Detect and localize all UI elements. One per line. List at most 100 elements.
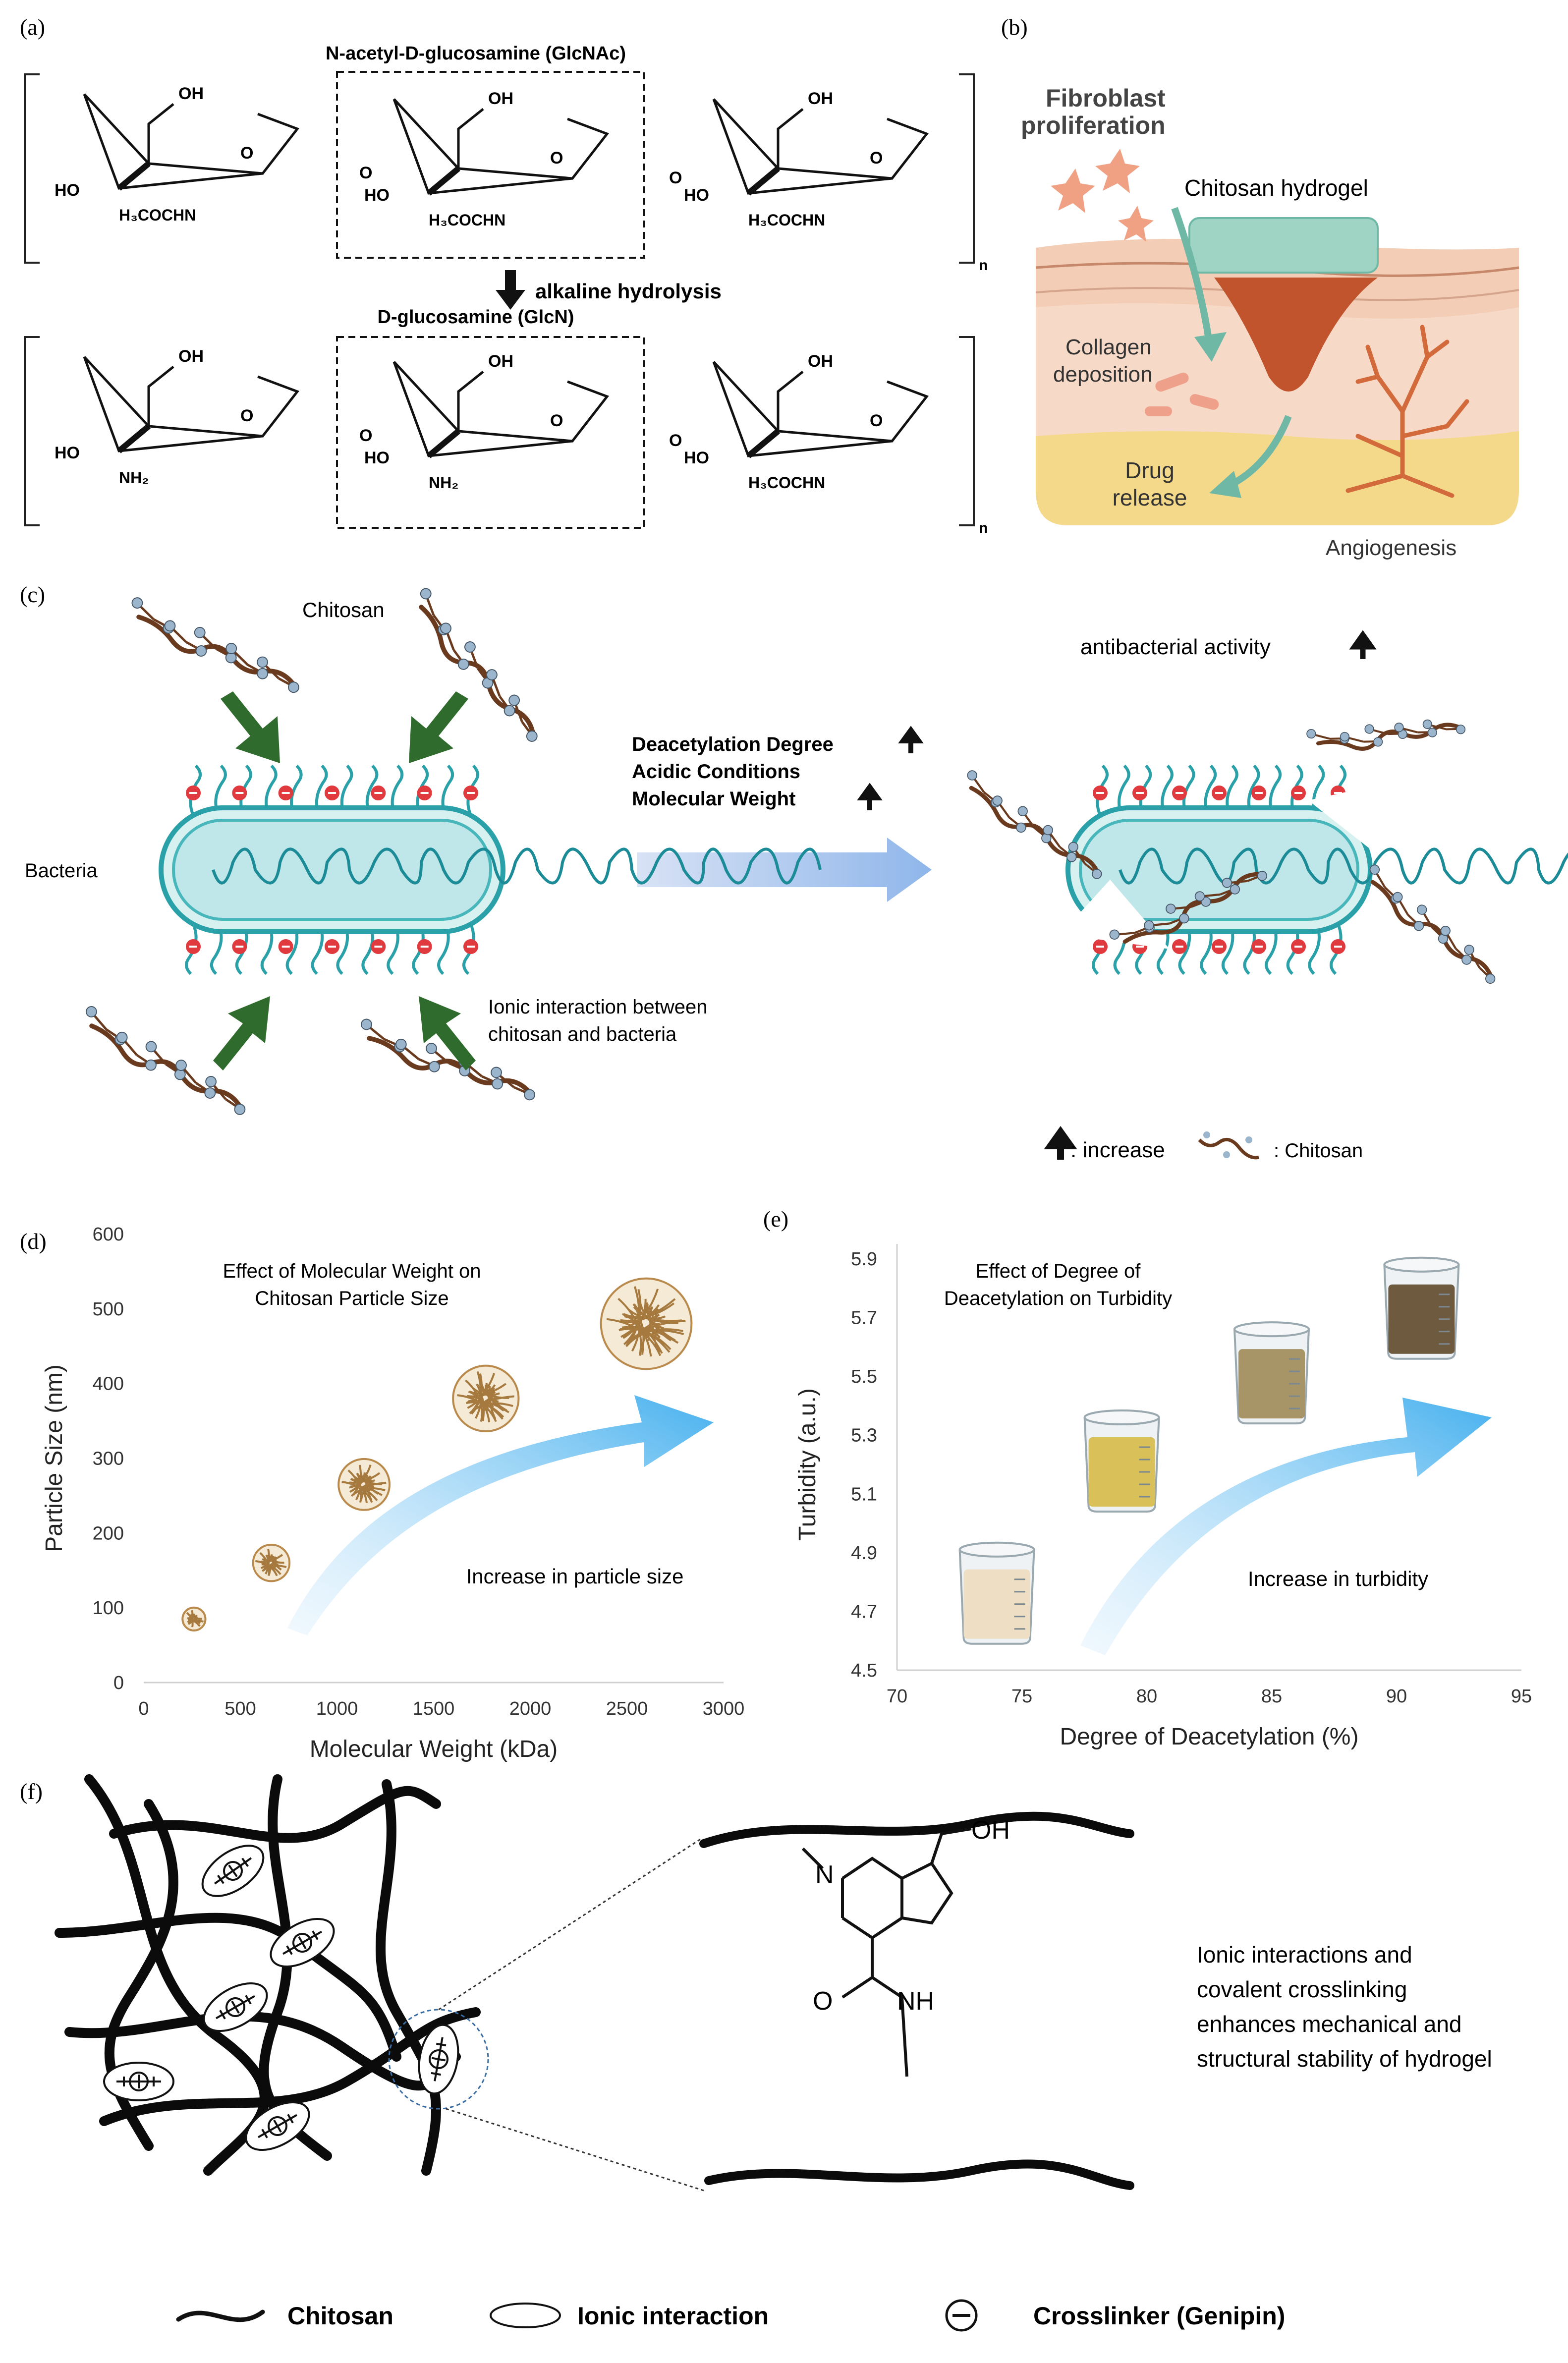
membrane-rupture bbox=[1308, 790, 1378, 855]
ring-bold-edge bbox=[746, 429, 780, 458]
chart-d-y-tick: 400 bbox=[93, 1374, 124, 1395]
oh-label: OH bbox=[488, 352, 513, 371]
side-group bbox=[1048, 832, 1061, 848]
zoom-line-top bbox=[438, 1838, 702, 2011]
side-group bbox=[263, 663, 280, 679]
side-group bbox=[138, 604, 155, 620]
positive-charge bbox=[457, 658, 469, 670]
beaker-3 bbox=[1233, 1321, 1310, 1425]
particle-outline bbox=[337, 1458, 391, 1511]
charge-marks bbox=[282, 1930, 322, 1955]
panel-a: (a) N-acetyl-D-glucosamine (GlcNAc) D-gl… bbox=[20, 14, 988, 536]
ring-bold-edge bbox=[117, 424, 151, 453]
side-group bbox=[1446, 932, 1457, 950]
panel-b-label: (b) bbox=[1001, 14, 1028, 40]
particle-4 bbox=[452, 1364, 520, 1432]
chitosan-chain bbox=[1369, 864, 1496, 984]
collagen-label-2: deposition bbox=[1053, 362, 1153, 387]
positive-charge bbox=[524, 1089, 536, 1101]
glycosidic-o-label: O bbox=[359, 426, 372, 445]
legend-crosslinker-symbol bbox=[945, 2299, 978, 2332]
chain-backbone bbox=[419, 605, 536, 737]
chart-d-x-label: Molecular Weight (kDa) bbox=[310, 1736, 558, 1762]
oh-label: OH bbox=[808, 352, 833, 371]
charge-marks bbox=[258, 2114, 297, 2138]
positive-charge bbox=[1222, 878, 1232, 888]
collagen-fiber-1 bbox=[1155, 372, 1189, 392]
side-group bbox=[367, 1025, 385, 1040]
legend-increase-label: : increase bbox=[1070, 1138, 1165, 1162]
ring-bold-edge bbox=[427, 166, 460, 196]
positive-charge bbox=[1043, 825, 1053, 836]
factor-acidic: Acidic Conditions bbox=[632, 761, 800, 783]
chitosan-chain bbox=[419, 588, 538, 742]
side-group bbox=[1469, 951, 1481, 968]
chart-e-annotation-1: Effect of Degree of bbox=[976, 1260, 1141, 1282]
chart-e-y-tick: 4.9 bbox=[851, 1543, 877, 1564]
positive-charge bbox=[1017, 806, 1028, 816]
particle-tangle bbox=[606, 1286, 686, 1357]
side-group bbox=[972, 777, 985, 793]
beaker-rim bbox=[1383, 1256, 1460, 1273]
positive-charge bbox=[361, 1018, 372, 1030]
side-group bbox=[181, 1067, 197, 1084]
membrane-rupture bbox=[1061, 880, 1170, 949]
oh-label: OH bbox=[178, 84, 204, 103]
positive-charge bbox=[257, 656, 268, 668]
beaker-2 bbox=[1083, 1409, 1160, 1513]
side-group bbox=[432, 1049, 450, 1065]
chart-e-x-tick: 75 bbox=[1011, 1686, 1032, 1707]
positive-charge bbox=[195, 645, 207, 657]
side-group bbox=[402, 1045, 420, 1060]
panel-b: (b) Chitosan hydrogel Fibroblast prolife… bbox=[1001, 14, 1519, 560]
particle-2 bbox=[252, 1543, 291, 1582]
legend-chitosan-label: : Chitosan bbox=[1274, 1140, 1363, 1162]
ring-o-label: O bbox=[870, 149, 883, 168]
green-arrow-top-left bbox=[221, 691, 280, 763]
ho-label: HO bbox=[684, 449, 709, 467]
cilium bbox=[185, 923, 198, 975]
side-group bbox=[1375, 871, 1386, 888]
charge-marks bbox=[431, 2037, 447, 2082]
cilium bbox=[466, 764, 479, 816]
bacteria-label: Bacteria bbox=[25, 860, 98, 882]
positive-charge bbox=[420, 588, 432, 600]
beaker-rim bbox=[1233, 1321, 1310, 1338]
side-group bbox=[1173, 905, 1191, 910]
ring-bonds bbox=[392, 98, 610, 195]
zoom-strand-bottom bbox=[704, 2159, 1134, 2190]
chart-d-y-label: Particle Size (nm) bbox=[41, 1364, 67, 1552]
chart-e-arrow-text: Increase in turbidity bbox=[1248, 1567, 1428, 1590]
positive-charge bbox=[1144, 920, 1154, 931]
n-substituent-label: H₃COCHN bbox=[119, 206, 196, 224]
description-line-4: structural stability of hydrogel bbox=[1197, 2046, 1492, 2072]
ionic-interaction-label-2: chitosan and bacteria bbox=[488, 1023, 677, 1045]
cilium bbox=[437, 923, 450, 975]
ring-bold-edge bbox=[746, 166, 780, 196]
positive-charge bbox=[288, 681, 299, 693]
ch2oh-bond bbox=[147, 366, 174, 426]
dna-tangle bbox=[212, 847, 822, 885]
chart-e-y-tick: 5.9 bbox=[851, 1249, 877, 1270]
description-line-3: enhances mechanical and bbox=[1197, 2011, 1461, 2037]
positive-charge bbox=[1373, 737, 1383, 747]
chitosan-chain bbox=[361, 1018, 536, 1101]
beaker-liquid bbox=[1238, 1349, 1305, 1419]
positive-charge bbox=[145, 1059, 157, 1071]
hydrogel-patch bbox=[1188, 217, 1379, 274]
chart-e-y-tick: 5.5 bbox=[851, 1366, 877, 1387]
glcn-highlight-box bbox=[336, 336, 645, 529]
positive-charge bbox=[1394, 723, 1404, 732]
collagen-label-1: Collagen bbox=[1065, 335, 1152, 359]
side-group bbox=[445, 630, 455, 651]
side-group bbox=[1023, 812, 1036, 829]
positive-charge bbox=[1230, 884, 1240, 895]
positive-charge bbox=[164, 620, 176, 632]
chitosan-chain bbox=[1306, 719, 1466, 751]
cilium bbox=[462, 923, 475, 975]
side-group bbox=[1346, 736, 1364, 743]
side-group bbox=[212, 1083, 227, 1100]
chart-e-annotation-2: Deacetylation on Turbidity bbox=[944, 1288, 1172, 1309]
side-group bbox=[152, 1048, 167, 1066]
